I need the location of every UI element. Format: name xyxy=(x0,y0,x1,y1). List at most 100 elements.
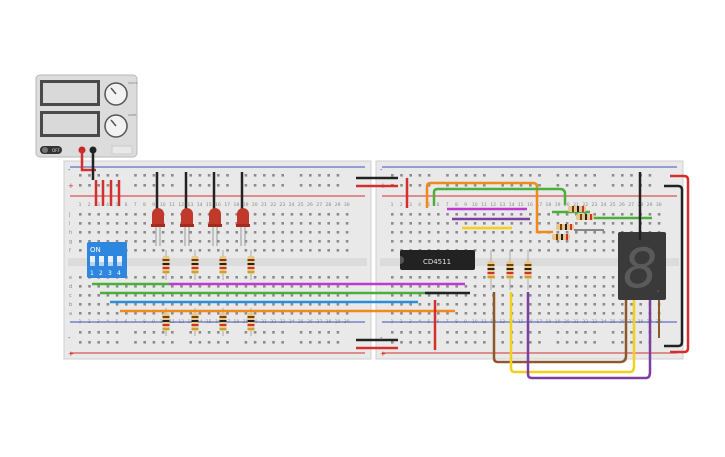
resistor-band xyxy=(524,268,532,270)
column-number: 20 xyxy=(252,319,258,325)
board-hole xyxy=(575,222,578,225)
board-hole xyxy=(473,249,477,252)
board-hole xyxy=(584,249,587,252)
resistor[interactable] xyxy=(219,308,227,336)
bridge-wires[interactable] xyxy=(356,176,470,350)
rail-hole xyxy=(519,174,523,177)
column-number: 20 xyxy=(564,202,570,208)
board-hole xyxy=(97,303,100,306)
resistors-left[interactable] xyxy=(162,250,255,336)
rail-hole xyxy=(400,331,403,334)
board-hole xyxy=(198,249,202,252)
board-hole xyxy=(253,294,257,297)
wire-green-top[interactable] xyxy=(432,187,567,206)
voltage-knob-label: VOLTS xyxy=(128,81,137,85)
resistor[interactable] xyxy=(191,250,199,280)
resistor[interactable] xyxy=(487,250,495,290)
dip-toggle-4[interactable] xyxy=(117,256,122,266)
resistor[interactable] xyxy=(247,250,255,280)
led-2[interactable] xyxy=(180,208,194,246)
rail-hole xyxy=(409,174,412,177)
board-hole xyxy=(464,240,468,243)
signal-wires[interactable] xyxy=(92,282,465,313)
resistor[interactable] xyxy=(506,250,514,290)
dip-switch[interactable]: ON 1 2 3 4 xyxy=(87,242,127,278)
dip-toggle-3[interactable] xyxy=(108,256,113,266)
rail-hole xyxy=(464,331,468,334)
right-lower-wires[interactable] xyxy=(492,172,690,380)
supply-wires[interactable] xyxy=(80,150,96,180)
led-3[interactable] xyxy=(208,208,222,246)
rail-hole xyxy=(565,331,569,334)
board-hole xyxy=(345,276,349,279)
board-hole xyxy=(400,222,403,225)
board-hole xyxy=(565,294,569,297)
resistor[interactable] xyxy=(162,250,170,280)
board-hole xyxy=(161,294,165,297)
board-hole xyxy=(501,249,504,252)
board-hole xyxy=(418,303,422,306)
board-hole xyxy=(263,303,266,306)
board-hole xyxy=(281,222,284,225)
resistor-band xyxy=(247,267,255,269)
seven-segment-display[interactable]: 8 . xyxy=(618,232,666,300)
resistors-right[interactable] xyxy=(487,250,532,290)
power-supply[interactable]: VOLTS AMPS OFF xyxy=(35,74,138,158)
rail-hole xyxy=(253,331,257,334)
resistor[interactable] xyxy=(162,308,170,336)
display-resistors[interactable] xyxy=(552,206,594,240)
resistor[interactable] xyxy=(219,250,227,280)
board-hole xyxy=(446,213,449,216)
led-4[interactable] xyxy=(236,208,250,246)
column-number: 24 xyxy=(289,319,295,325)
led-1[interactable] xyxy=(151,208,165,246)
rail-hole xyxy=(253,184,257,187)
resistor[interactable] xyxy=(524,250,532,290)
board-hole xyxy=(584,285,587,288)
rail-hole xyxy=(565,174,569,177)
board-hole xyxy=(88,231,91,234)
dip-toggle-2[interactable] xyxy=(99,256,104,266)
board-hole xyxy=(529,231,532,234)
left-power-jumpers[interactable] xyxy=(94,180,121,206)
resistor-band xyxy=(219,271,227,273)
supply-positive-wire[interactable] xyxy=(80,150,96,172)
led-ground-wires[interactable] xyxy=(155,172,244,214)
dip-toggle-1[interactable] xyxy=(90,256,95,266)
board-hole xyxy=(455,213,458,216)
ic-chip[interactable]: CD4511 xyxy=(400,250,475,270)
board-hole xyxy=(483,312,486,315)
resistor[interactable] xyxy=(247,308,255,336)
board-hole xyxy=(345,312,349,315)
board-hole xyxy=(400,285,403,288)
board-hole xyxy=(556,276,560,279)
breadboard-left[interactable]: 1122334455667788991010111112121313141415… xyxy=(63,160,372,360)
rail-hole xyxy=(217,341,220,344)
board-hole xyxy=(171,294,174,297)
board-hole xyxy=(547,285,550,288)
board-hole xyxy=(299,303,303,306)
rail-hole xyxy=(97,341,100,344)
board-hole xyxy=(115,294,119,297)
board-hole xyxy=(244,276,248,279)
wire-orange-top[interactable] xyxy=(425,181,553,234)
board-hole xyxy=(400,312,403,315)
rail-hole xyxy=(272,341,275,344)
board-hole xyxy=(318,213,321,216)
column-number: 18 xyxy=(546,202,552,208)
board-hole xyxy=(244,249,248,252)
column-number: 14 xyxy=(509,202,515,208)
board-hole xyxy=(309,303,312,306)
board-hole xyxy=(437,213,440,216)
column-number: 17 xyxy=(224,202,230,208)
board-hole xyxy=(318,294,321,297)
leds[interactable] xyxy=(151,208,250,246)
board-hole xyxy=(327,312,330,315)
board-hole xyxy=(152,303,156,306)
board-hole xyxy=(630,222,633,225)
rail-hole xyxy=(483,184,486,187)
board-hole xyxy=(538,285,541,288)
board-hole xyxy=(281,276,284,279)
resistor[interactable] xyxy=(191,308,199,336)
